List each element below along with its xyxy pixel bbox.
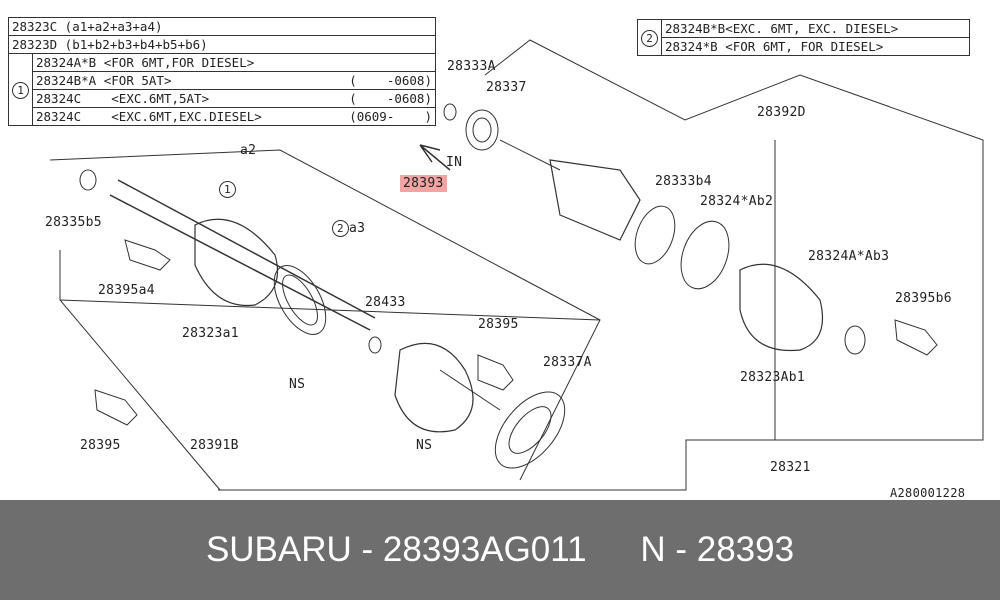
reference-number: N - 28393: [640, 530, 795, 569]
part-label[interactable]: 28333A: [447, 59, 496, 74]
part-label[interactable]: 28333b4: [655, 174, 712, 189]
spec-row: 28324C <EXC.6MT,EXC.DIESEL>(0609- ): [32, 107, 436, 126]
group-marker-2: 2: [332, 220, 349, 237]
highlighted-part-label[interactable]: 28393: [400, 175, 447, 192]
part-label[interactable]: 28324*Ab2: [700, 194, 774, 209]
spec-row: 28324C <EXC.6MT,5AT>( -0608): [32, 89, 436, 108]
spec-row: 28324A*B <FOR 6MT,FOR DIESEL>: [32, 53, 436, 72]
part-label[interactable]: 28395b6: [895, 291, 952, 306]
part-label[interactable]: 28324A*Ab3: [808, 249, 890, 264]
ns-label: NS: [289, 377, 306, 392]
diagram-reference: A280001228: [890, 486, 966, 500]
spec-row: 28323D (b1+b2+b3+b4+b5+b6): [8, 35, 436, 54]
part-label[interactable]: 28395a4: [98, 283, 155, 298]
brand-part-number: SUBARU - 28393AG011: [205, 530, 587, 569]
spec-row: 28324*B <FOR 6MT, FOR DIESEL>: [661, 37, 970, 56]
parts-spec-table-2: 2 28324B*B<EXC. 6MT, EXC. DIESEL> 28324*…: [637, 19, 970, 56]
spec-row: 28324B*A <FOR 5AT>( -0608): [32, 71, 436, 90]
parts-diagram: 28323C (a1+a2+a3+a4) 28323D (b1+b2+b3+b4…: [8, 17, 984, 500]
drive-shaft-drawing: [49, 39, 984, 491]
group-marker-2: 2: [641, 29, 658, 47]
ns-label: NS: [416, 438, 433, 453]
in-direction-label: IN: [446, 155, 463, 170]
spec-row: 28324B*B<EXC. 6MT, EXC. DIESEL>: [661, 19, 970, 38]
part-label[interactable]: 28321: [770, 460, 811, 475]
parts-spec-table-1: 28323C (a1+a2+a3+a4) 28323D (b1+b2+b3+b4…: [8, 17, 436, 126]
part-label[interactable]: 28323Ab1: [740, 370, 806, 385]
part-label[interactable]: 28335b5: [45, 215, 102, 230]
part-label[interactable]: 28391B: [190, 438, 239, 453]
part-label[interactable]: 28395: [478, 317, 519, 332]
group-marker-1: 1: [12, 81, 29, 99]
spec-row: 28323C (a1+a2+a3+a4): [8, 17, 436, 36]
footer-bar: SUBARU - 28393AG011 N - 28393: [0, 500, 1000, 600]
part-label[interactable]: 28395: [80, 438, 121, 453]
part-label[interactable]: 28392D: [757, 105, 806, 120]
part-label[interactable]: 28337: [486, 80, 527, 95]
part-label[interactable]: 28323a1: [182, 326, 239, 341]
part-label: a3: [349, 221, 366, 236]
group-marker-1: 1: [219, 181, 236, 198]
part-label[interactable]: 28433: [365, 295, 406, 310]
part-label[interactable]: 28337A: [543, 355, 592, 370]
part-label: a2: [240, 143, 257, 158]
